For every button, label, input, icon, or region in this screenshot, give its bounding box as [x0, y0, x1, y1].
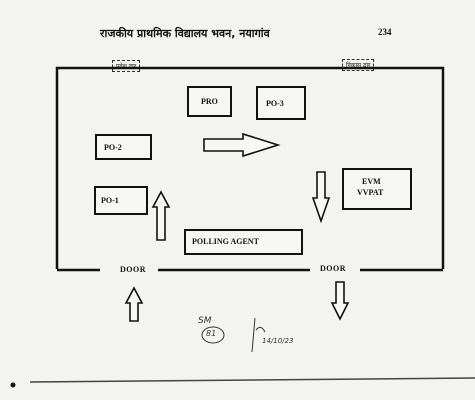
handwritten-note-sm: SM	[198, 316, 212, 326]
po2-box	[95, 134, 152, 160]
pro-box	[187, 86, 232, 117]
signature-date: 14/10/23	[262, 337, 294, 345]
polling-agent-label: POLLING AGENT	[192, 237, 259, 246]
po2-label: PO-2	[104, 143, 122, 152]
signature-scribble	[251, 317, 266, 353]
entry-arrow-icon	[124, 286, 144, 322]
up-arrow-icon	[151, 190, 171, 241]
polling-agent-box	[184, 229, 303, 255]
po1-box	[94, 186, 148, 215]
right-arrow-icon	[203, 132, 281, 158]
room-walls	[55, 66, 445, 269]
evm-vvpat-box	[342, 168, 412, 210]
exit-door-label: DOOR	[320, 264, 346, 273]
down-arrow-icon	[311, 171, 331, 224]
vvpat-label: VVPAT	[357, 188, 384, 197]
pro-label: PRO	[201, 97, 218, 106]
handwritten-note-number: 81	[206, 329, 217, 338]
entry-door-label: DOOR	[120, 265, 146, 274]
po3-label: PO-3	[266, 99, 284, 108]
exit-arrow-icon	[330, 281, 350, 321]
ink-dot	[10, 382, 16, 388]
po3-box	[256, 86, 306, 120]
page-number: 234	[378, 27, 392, 37]
page-bottom-line	[29, 377, 475, 383]
handwritten-circle	[201, 326, 225, 344]
po1-label: PO-1	[101, 196, 119, 205]
evm-label: EVM	[362, 177, 381, 186]
entry-stamp: प्रवेश द्वार	[112, 60, 141, 72]
exit-stamp: निकास द्वार	[342, 59, 375, 71]
page-title: राजकीय प्राथमिक विद्यालय भवन, नयागांव	[100, 27, 270, 40]
